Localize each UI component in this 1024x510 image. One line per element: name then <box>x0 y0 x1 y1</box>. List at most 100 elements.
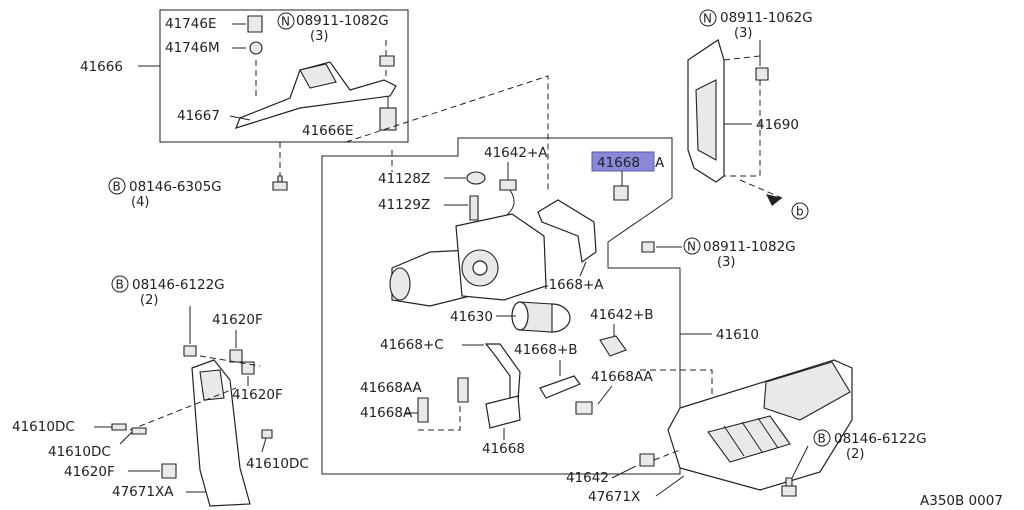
callout-part-b1[interactable]: 08146-6305G <box>129 179 222 195</box>
label-41620F-c[interactable]: 41620F <box>64 464 115 480</box>
grille-line-1 <box>723 425 745 457</box>
label-41668A-highlighted[interactable]: 41668 <box>597 155 640 171</box>
label-41610DC-a[interactable]: 41610DC <box>12 419 75 435</box>
screw-41610DC-b <box>131 427 147 435</box>
bolt-b2 <box>183 345 197 357</box>
label-41128Z[interactable]: 41128Z <box>378 171 430 187</box>
drive-hub <box>472 260 488 276</box>
callout-letter-b3: B <box>818 432 826 446</box>
screw-41610DC-a <box>111 423 127 431</box>
grommet-41746E <box>247 15 263 33</box>
callout-circle-ref <box>791 202 809 220</box>
bolt-b3 <box>781 477 797 497</box>
bracket-41668 <box>485 395 521 429</box>
label-41668A-suffix[interactable]: A <box>655 155 665 171</box>
label-47671XA[interactable]: 47671XA <box>112 484 174 500</box>
nut-top <box>379 55 395 67</box>
callout-circle-n1 <box>277 12 295 30</box>
callout-qty-b2: (2) <box>140 293 158 308</box>
label-41610DC-b[interactable]: 41610DC <box>48 444 111 460</box>
callout-qty-b1: (4) <box>131 195 149 210</box>
clip-41642B <box>599 335 627 357</box>
callout-letter-n2: N <box>703 12 712 26</box>
dash-persp-4 <box>418 402 461 431</box>
label-41668A-bolt[interactable]: 41668A <box>360 405 413 421</box>
bolt-41668A <box>613 185 629 201</box>
label-41667[interactable]: 41667 <box>177 108 220 124</box>
motor-end <box>389 267 411 301</box>
label-41630[interactable]: 41630 <box>450 309 493 325</box>
leader-41667 <box>229 115 251 121</box>
callout-part-n2[interactable]: 08911-1062G <box>720 10 813 26</box>
callout-qty-n3: (3) <box>717 255 735 270</box>
label-41610[interactable]: 41610 <box>716 327 759 343</box>
label-41668A-plus[interactable]: 41668+A <box>540 277 604 293</box>
leader-41668AA-right <box>597 385 613 405</box>
clip-41620F-a <box>229 349 243 363</box>
cover-47671X-top <box>763 361 851 421</box>
clip-41642A <box>499 179 517 191</box>
dash-clip-41642 <box>653 449 681 461</box>
label-41129Z[interactable]: 41129Z <box>378 197 430 213</box>
leader-b3 <box>791 445 809 479</box>
label-41668C[interactable]: 41668+C <box>380 337 444 353</box>
bracket-plate-41667 <box>234 61 397 129</box>
leader-47671X <box>655 475 685 497</box>
callout-part-n1[interactable]: 08911-1082G <box>296 13 389 29</box>
dash-persp-1 <box>345 75 549 190</box>
leader-41668A-plus <box>579 261 587 277</box>
label-41668[interactable]: 41668 <box>482 441 525 457</box>
label-41610DC-c[interactable]: 41610DC <box>246 456 309 472</box>
bracket-41690-face <box>695 79 717 161</box>
grille-line-3 <box>757 417 779 449</box>
callout-qty-n2: (3) <box>734 26 752 41</box>
label-41642A[interactable]: 41642+A <box>484 145 548 161</box>
label-41668AA-left[interactable]: 41668AA <box>360 380 423 396</box>
bolt-41668AA-right <box>575 401 593 415</box>
dash-41690 <box>723 55 761 177</box>
dash-panel-1 <box>199 355 261 367</box>
label-41690[interactable]: 41690 <box>756 117 799 133</box>
screw-41610DC-c <box>261 429 273 439</box>
callout-qty-n1: (3) <box>310 29 328 44</box>
label-41668B[interactable]: 41668+B <box>514 342 578 358</box>
label-41642B[interactable]: 41642+B <box>590 307 654 323</box>
label-41666[interactable]: 41666 <box>80 59 123 75</box>
nut-n3 <box>641 241 655 253</box>
label-41620F-a[interactable]: 41620F <box>212 312 263 328</box>
callout-part-n3[interactable]: 08911-1082G <box>703 239 796 255</box>
dash-ref-b <box>739 179 783 199</box>
callout-letter-n3: N <box>687 240 696 254</box>
callout-circle-n2 <box>699 9 717 27</box>
bracket-tab <box>299 63 337 89</box>
panel-47671XA-group: B 08146-6122G (2) 41620F 41620F 41610DC … <box>12 275 309 507</box>
leader-41642 <box>611 465 637 479</box>
washer-41128Z <box>466 171 486 185</box>
cover-47671X-group: 41642 47671X B 08146-6122G (2) <box>566 359 927 505</box>
callout-part-b3[interactable]: 08146-6122G <box>834 431 927 447</box>
highlight-box-41668A <box>591 151 655 172</box>
actuator-assembly-group: 41610 41128Z 41129Z 41642+A 41668 A 4166… <box>321 75 759 475</box>
label-41668AA-right[interactable]: 41668AA <box>591 369 654 385</box>
label-41642[interactable]: 41642 <box>566 470 609 486</box>
label-41666E[interactable]: 41666E <box>302 123 353 139</box>
leader-41610DC-b <box>119 431 133 445</box>
callout-circle-b2 <box>111 275 129 293</box>
callout-part-b2[interactable]: 08146-6122G <box>132 277 225 293</box>
label-47671X[interactable]: 47671X <box>588 489 640 505</box>
callout-letter-b1: B <box>113 180 121 194</box>
label-41620F-b[interactable]: 41620F <box>232 387 283 403</box>
label-41746M[interactable]: 41746M <box>165 40 220 56</box>
callout-letter-n1: N <box>281 15 290 29</box>
nut-callout-n3-group: N 08911-1082G (3) <box>641 237 796 270</box>
stud-41129Z <box>469 195 479 221</box>
label-41746E[interactable]: 41746E <box>165 16 216 32</box>
bracket-assembly-group: 41666 41746E 41746M 41667 41666E N 08911… <box>80 9 409 143</box>
bolt-b1 <box>272 175 288 191</box>
panel-47671XA-recess <box>199 369 225 401</box>
bracket-41668A <box>537 199 597 264</box>
arrow-ref-b <box>766 194 782 206</box>
diagram-code: A350B 0007 <box>920 493 1003 509</box>
cover-47671X-grille <box>707 415 791 463</box>
